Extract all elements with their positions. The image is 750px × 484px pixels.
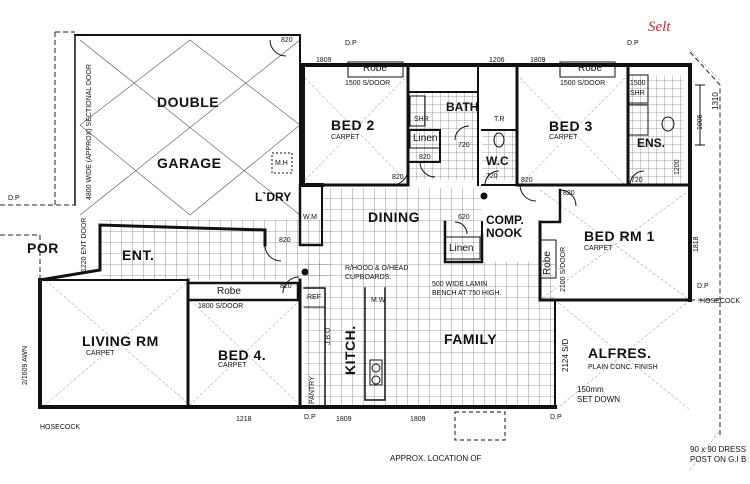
room-label-laundry: L`DRY	[255, 190, 292, 204]
dim-820-bed1: 820	[563, 190, 575, 197]
door-note-bed4: 1800 S/DOOR	[198, 303, 244, 310]
downpipe-right: D.P	[697, 283, 709, 290]
oven-label: J.B.O	[325, 327, 332, 345]
room-label-bed2: BED 2	[331, 117, 375, 133]
carpet-note-bed4: CARPET	[218, 362, 247, 369]
door-swings	[264, 39, 645, 294]
dim-1206: 1206	[489, 57, 505, 64]
ens-shower-size: 1500	[630, 80, 646, 87]
room-label-wc: W.C	[486, 154, 509, 168]
setdown-note-2: SET DOWN	[577, 395, 620, 404]
downpipe-bottom-1: D.P	[304, 414, 316, 421]
door-note-garage: 4800 WIDE (APPROX) SECTIONAL DOOR	[86, 64, 93, 200]
dim-1310: 1310	[711, 92, 720, 110]
dim-1218: 1218	[236, 416, 252, 423]
dim-1809-family: 1809	[410, 416, 426, 423]
downpipe-top-2: D.P	[627, 40, 639, 47]
room-label-por: POR	[27, 240, 59, 256]
room-label-ent: ENT.	[122, 247, 155, 263]
tiled-floors	[100, 75, 683, 407]
hosecock-note-right: HOSECOCK	[700, 298, 741, 305]
dim-1809-kitch: 1809	[336, 416, 352, 423]
dim-garage-door: 820	[281, 37, 293, 44]
room-label-kitch: KITCH.	[342, 325, 358, 375]
linen-label-nook: Linen	[449, 243, 474, 254]
setdown-note-1: 150mm	[577, 385, 604, 394]
garage-hatch	[79, 39, 301, 216]
dim-620-nook: 620	[458, 214, 470, 221]
room-label-bed3: BED 3	[549, 118, 593, 134]
microwave-label: M.W	[371, 297, 386, 304]
handwritten-annotation: Selt	[648, 19, 671, 35]
room-label-comp: COMP.	[486, 213, 524, 227]
dim-720-ens: 720	[631, 177, 643, 184]
rangehood-note: R/HOOD & O/HEAD	[345, 265, 409, 272]
room-label-bed-rm1: BED RM 1	[584, 228, 655, 244]
room-label-alfres: ALFRES.	[588, 345, 652, 361]
site-lines	[0, 31, 721, 435]
carpet-note-bed1: CARPET	[584, 245, 613, 252]
room-label-garage: GARAGE	[157, 155, 222, 171]
room-label-ens: ENS.	[637, 136, 666, 150]
room-diagonals	[44, 49, 721, 471]
bench-note-2: BENCH AT 750 HIGH.	[432, 290, 502, 297]
shower-label-bath: SHR	[414, 116, 429, 123]
manhole-label: M.H	[275, 160, 288, 167]
fridge-label: REF	[307, 294, 321, 301]
dim-1006: 1006	[697, 114, 704, 130]
door-note-bed1: 2100 S/DOOR	[560, 246, 567, 292]
room-label-dining: DINING	[368, 209, 420, 225]
post-note-1: 90 x 90 DRESS	[690, 445, 747, 454]
dim-1809-bed2: 1809	[316, 57, 332, 64]
hosecock-note-left: HOSECOCK	[40, 424, 81, 431]
post-note-2: POST ON G.I B	[690, 455, 747, 464]
carpet-note-bed2: CARPET	[331, 134, 360, 141]
room-label-bed4: BED 4.	[218, 347, 267, 363]
bench-note-1: 500 WIDE LAMIN	[432, 281, 488, 288]
washing-machine-label: W.M	[303, 214, 317, 221]
door-note-bed2: 1500 S/DOOR	[345, 80, 391, 87]
towel-rail-label: T.R	[494, 116, 505, 123]
downpipe-left: D.P	[8, 195, 20, 202]
dim-720-wc: 720	[486, 173, 498, 180]
ens-shower-label: SHR	[630, 90, 645, 97]
dim-820-bed3: 820	[521, 177, 533, 184]
dim-820-laundry: 820	[279, 237, 291, 244]
living-window-note: 2/1609 AWN	[22, 345, 29, 385]
downpipe-bottom-2: D.P	[550, 414, 562, 421]
carpet-note-living: CARPET	[86, 350, 115, 357]
robe-label-bed4: Robe	[217, 286, 241, 297]
linen-label-bath: Linen	[413, 133, 438, 144]
pantry-label: PANTRY	[309, 376, 316, 404]
robe-label-bed2: Robe	[363, 63, 387, 74]
carpet-note-bed3: CARPET	[549, 134, 578, 141]
robe-label-bed3: Robe	[578, 63, 602, 74]
downpipe-top-1: D.P	[345, 40, 357, 47]
dim-1818: 1818	[693, 236, 700, 252]
dim-1809-bed3: 1809	[530, 57, 546, 64]
door-note-entry: 1220 ENT DOOR	[81, 217, 88, 272]
room-label-nook: NOOK	[486, 226, 522, 240]
room-label-bath: BATH	[446, 100, 479, 114]
door-note-bed3: 1500 S/DOOR	[560, 80, 606, 87]
alfresco-finish-note: PLAIN CONC. FINISH	[588, 364, 658, 371]
dim-820-bed4: 820	[280, 283, 292, 290]
room-label-family: FAMILY	[444, 331, 498, 347]
cupboards-note: CUPBOARDS.	[345, 274, 392, 281]
dim-1200-ens: 1200	[674, 159, 681, 175]
robe-label-bed1: Robe	[542, 251, 553, 275]
approx-location-note: APPROX. LOCATION OF	[390, 454, 482, 463]
dimension-ticks	[695, 84, 705, 146]
fixtures	[271, 61, 675, 441]
dim-820-bed2: 820	[392, 174, 404, 181]
room-label-living-rm: LIVING RM	[82, 333, 159, 349]
room-label-double: DOUBLE	[157, 94, 220, 110]
dim-720-bath: 720	[458, 142, 470, 149]
dim-820-bath: 820	[419, 154, 431, 161]
alfresco-sliding-door: 2124 S/D	[561, 338, 570, 372]
